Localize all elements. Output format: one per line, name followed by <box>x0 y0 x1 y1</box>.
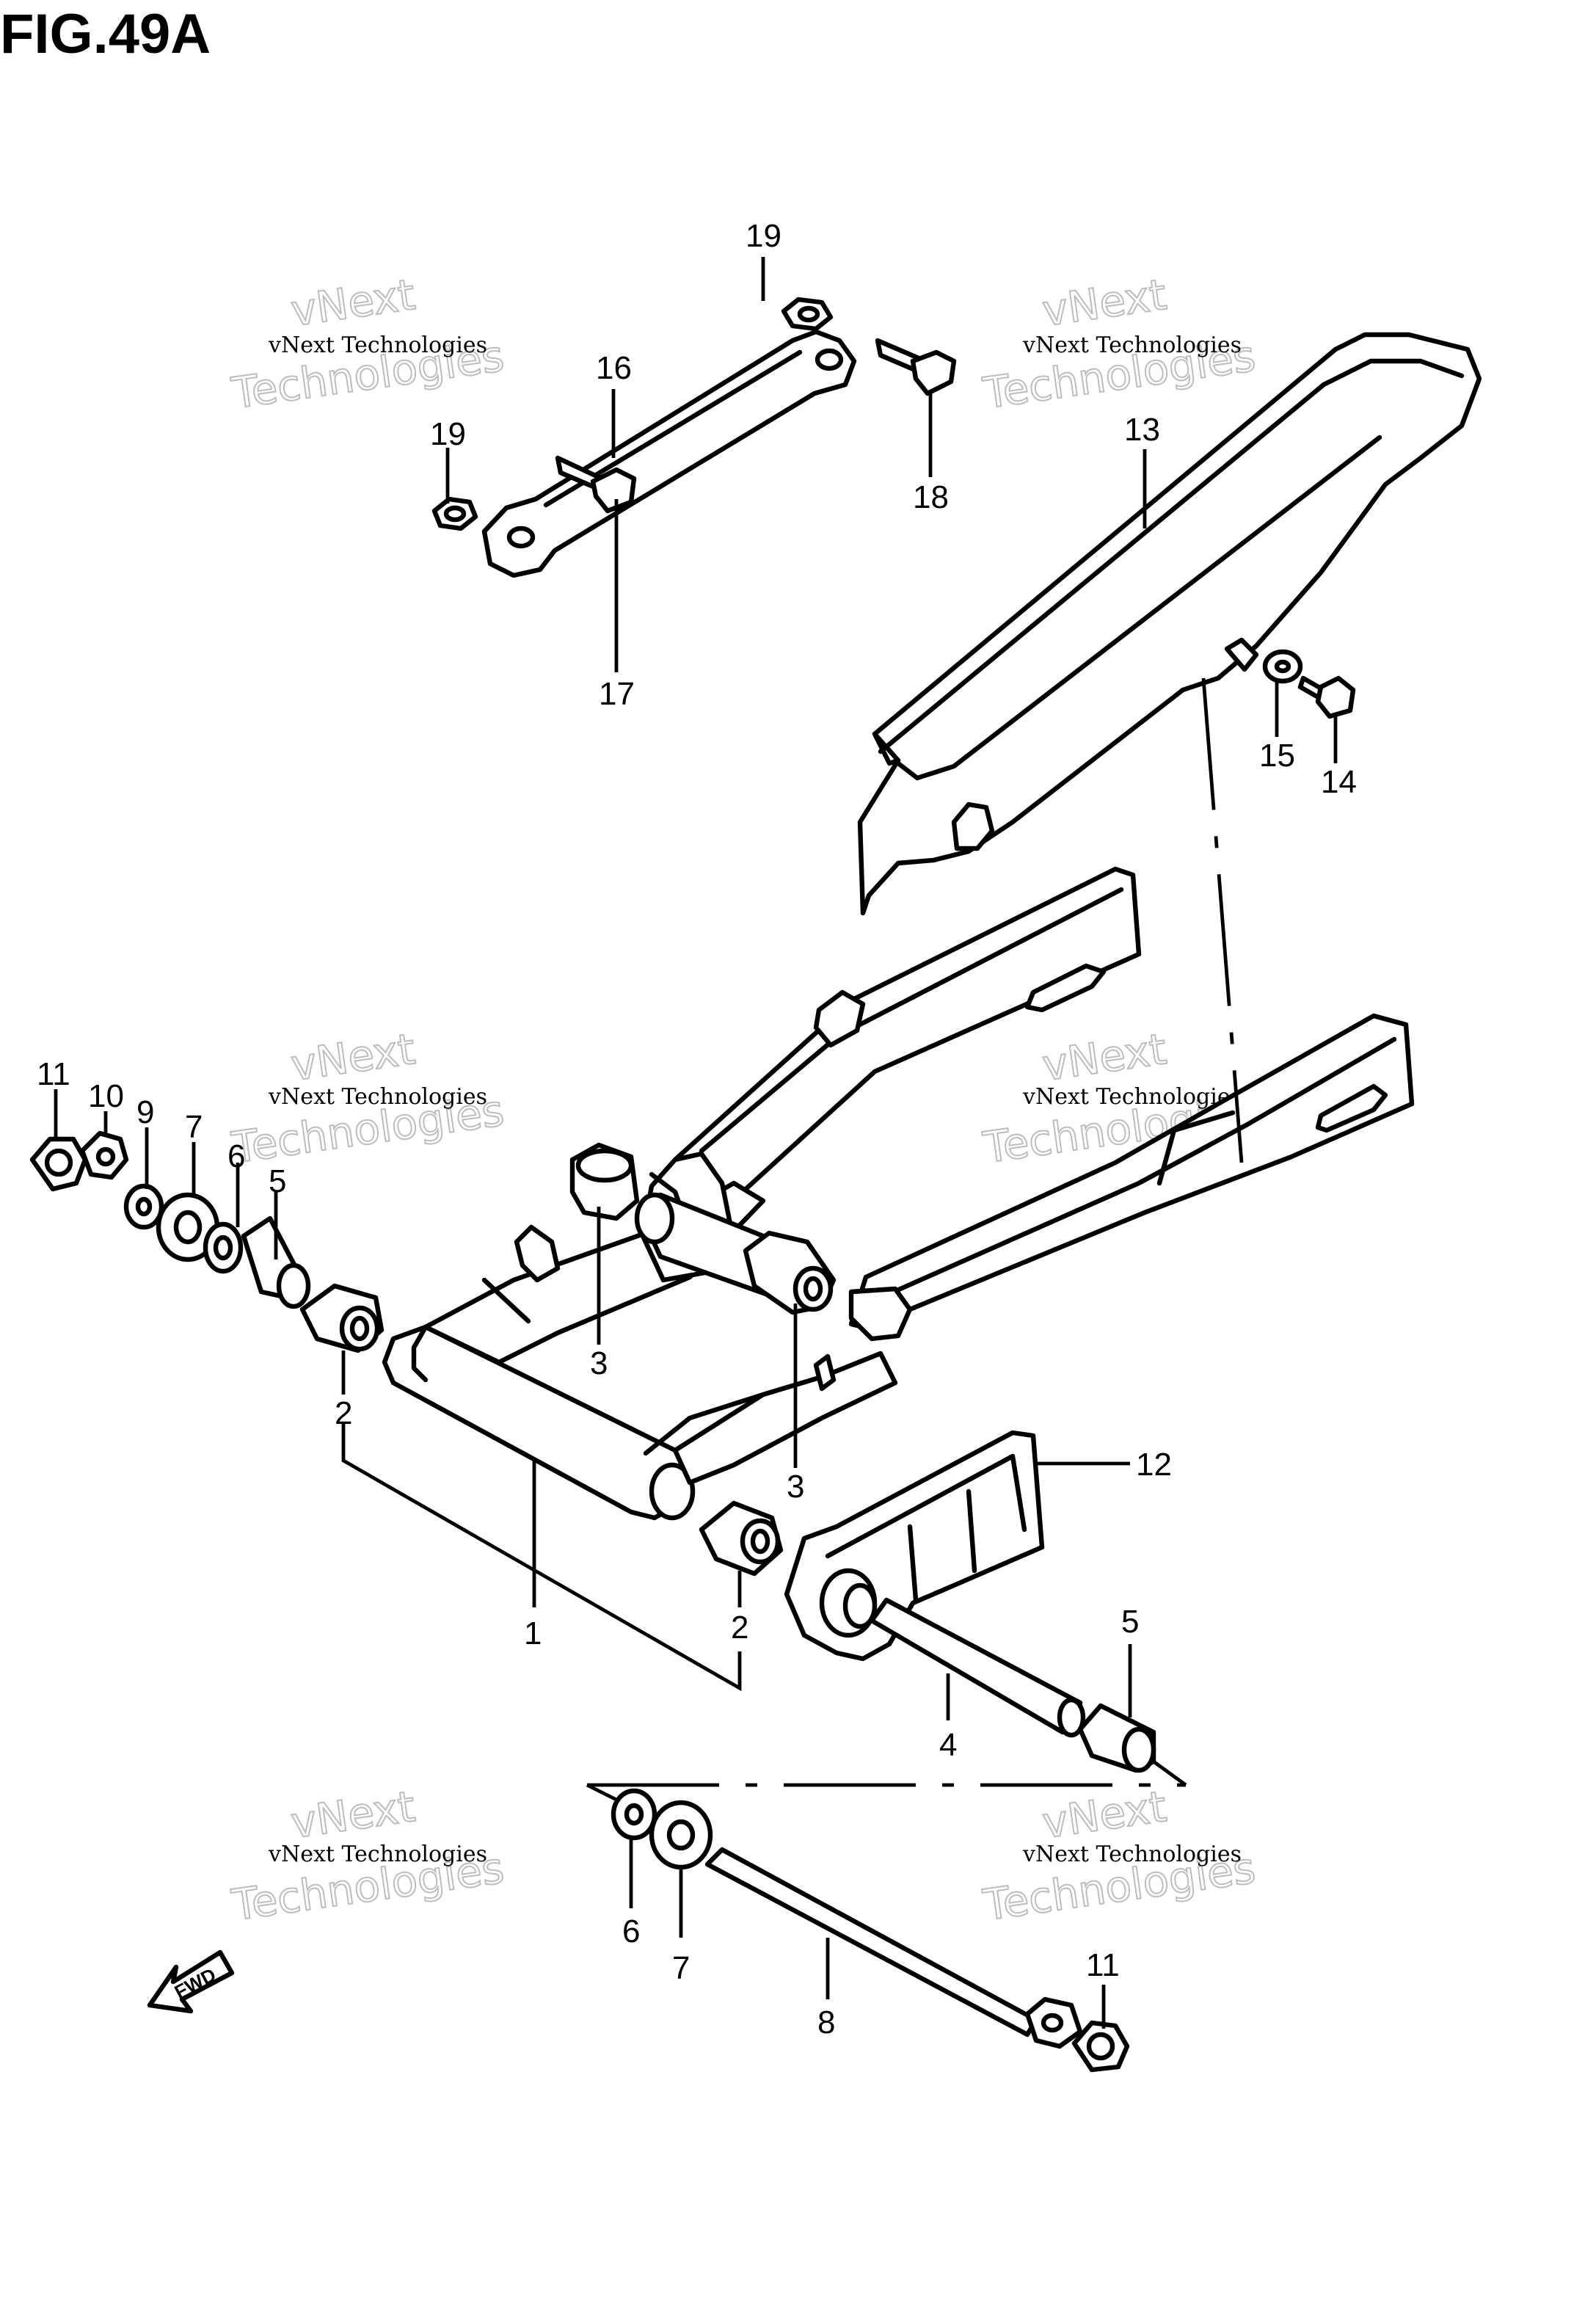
callout-2: 2 <box>731 1610 748 1646</box>
callout-6: 6 <box>227 1138 245 1174</box>
svg-text:vNext Technologies: vNext Technologies <box>268 1084 487 1110</box>
axle-bracket <box>586 1760 1187 1802</box>
callout-1: 1 <box>524 1615 542 1651</box>
svg-text:vNext: vNext <box>1039 269 1169 336</box>
watermark-top-left: Technologies vNext vNext Technologies <box>227 269 507 419</box>
leader-lines <box>54 257 1338 2029</box>
part-3-bushing-lower <box>743 1230 837 1315</box>
watermark-bottom-right: Technologies vNext vNext Technologies <box>979 1781 1258 1931</box>
part-8-pivot-shaft <box>704 1847 1083 2049</box>
part-9-washer <box>123 1183 164 1230</box>
svg-text:vNext Technologies: vNext Technologies <box>268 1842 487 1867</box>
part-6-washer-right <box>611 1788 657 1841</box>
part-4-sleeve <box>869 1597 1086 1738</box>
callout-3: 3 <box>787 1469 804 1505</box>
callout-3: 3 <box>590 1345 608 1381</box>
part-2-bushing-lower <box>699 1500 784 1577</box>
part-16-torque-link <box>481 329 857 578</box>
callout-10: 10 <box>88 1078 124 1114</box>
callout-18: 18 <box>913 479 949 515</box>
part-7-dust-seal-left <box>156 1192 220 1262</box>
svg-text:vNext Technologies: vNext Technologies <box>1022 1842 1242 1867</box>
fwd-arrow-icon: FWD <box>147 1949 235 2014</box>
chain-case-mount-line <box>1201 677 1244 1163</box>
part-11-nut-right <box>1071 2020 1130 2073</box>
watermark-top-right: Technologies vNext vNext Technologies <box>979 269 1258 419</box>
callout-17: 17 <box>599 676 635 712</box>
callout-11: 11 <box>37 1056 70 1092</box>
callout-11: 11 <box>1086 1947 1120 1983</box>
part-7-dust-seal-right <box>649 1800 713 1870</box>
callout-7: 7 <box>185 1109 203 1145</box>
part-11-nut-left <box>29 1136 88 1192</box>
part-3-bushing-upper <box>569 1142 640 1221</box>
callout-8: 8 <box>817 2004 835 2040</box>
watermark-mid-left: Technologies vNext vNext Technologies <box>227 1023 507 1174</box>
callout-5: 5 <box>269 1163 286 1199</box>
svg-text:vNext Technologies: vNext Technologies <box>1022 1084 1242 1110</box>
callout-6: 6 <box>622 1913 640 1949</box>
callout-19: 19 <box>746 218 781 254</box>
callout-12: 12 <box>1136 1447 1172 1483</box>
part-5-collar-right <box>1077 1703 1156 1773</box>
svg-text:vNext: vNext <box>288 1024 418 1091</box>
callout-9: 9 <box>136 1094 154 1130</box>
callout-2: 2 <box>335 1395 352 1431</box>
part-19-nut-upper <box>781 297 834 332</box>
part-5-collar-left <box>241 1215 311 1309</box>
part-14-bolt <box>1297 675 1356 719</box>
callout-5: 5 <box>1121 1604 1139 1640</box>
part-10-nut <box>79 1130 129 1180</box>
part-17-bolt <box>555 455 637 514</box>
callout-7: 7 <box>672 1950 690 1986</box>
svg-text:vNext Technologies: vNext Technologies <box>268 332 487 358</box>
callout-19: 19 <box>430 416 466 452</box>
part-6-washer-left <box>203 1221 244 1274</box>
callout-14: 14 <box>1321 764 1357 800</box>
svg-text:vNext: vNext <box>288 269 418 336</box>
callout-4: 4 <box>939 1727 957 1763</box>
svg-text:vNext: vNext <box>288 1781 418 1848</box>
callout-15: 15 <box>1259 738 1295 774</box>
svg-text:vNext: vNext <box>1039 1781 1169 1848</box>
part-12-chain-guide <box>784 1430 1045 1662</box>
part-15-washer <box>1262 649 1303 684</box>
part-1-swingarm <box>382 866 1415 1521</box>
figure-title: FIG.49A <box>0 3 211 65</box>
watermark-bottom-left: Technologies vNext vNext Technologies <box>227 1781 507 1931</box>
part-19-nut-lower <box>431 496 478 531</box>
callout-labels: 19 16 19 18 17 13 15 14 11 10 9 7 6 5 3 … <box>37 218 1357 2040</box>
callout-16: 16 <box>596 350 632 386</box>
callout-13: 13 <box>1124 412 1160 448</box>
part-18-bolt <box>875 338 957 396</box>
svg-text:vNext: vNext <box>1039 1024 1169 1091</box>
part-13-chain-case <box>857 332 1482 916</box>
part-2-bushing-upper <box>299 1283 385 1353</box>
svg-text:vNext Technologies: vNext Technologies <box>1022 332 1242 358</box>
